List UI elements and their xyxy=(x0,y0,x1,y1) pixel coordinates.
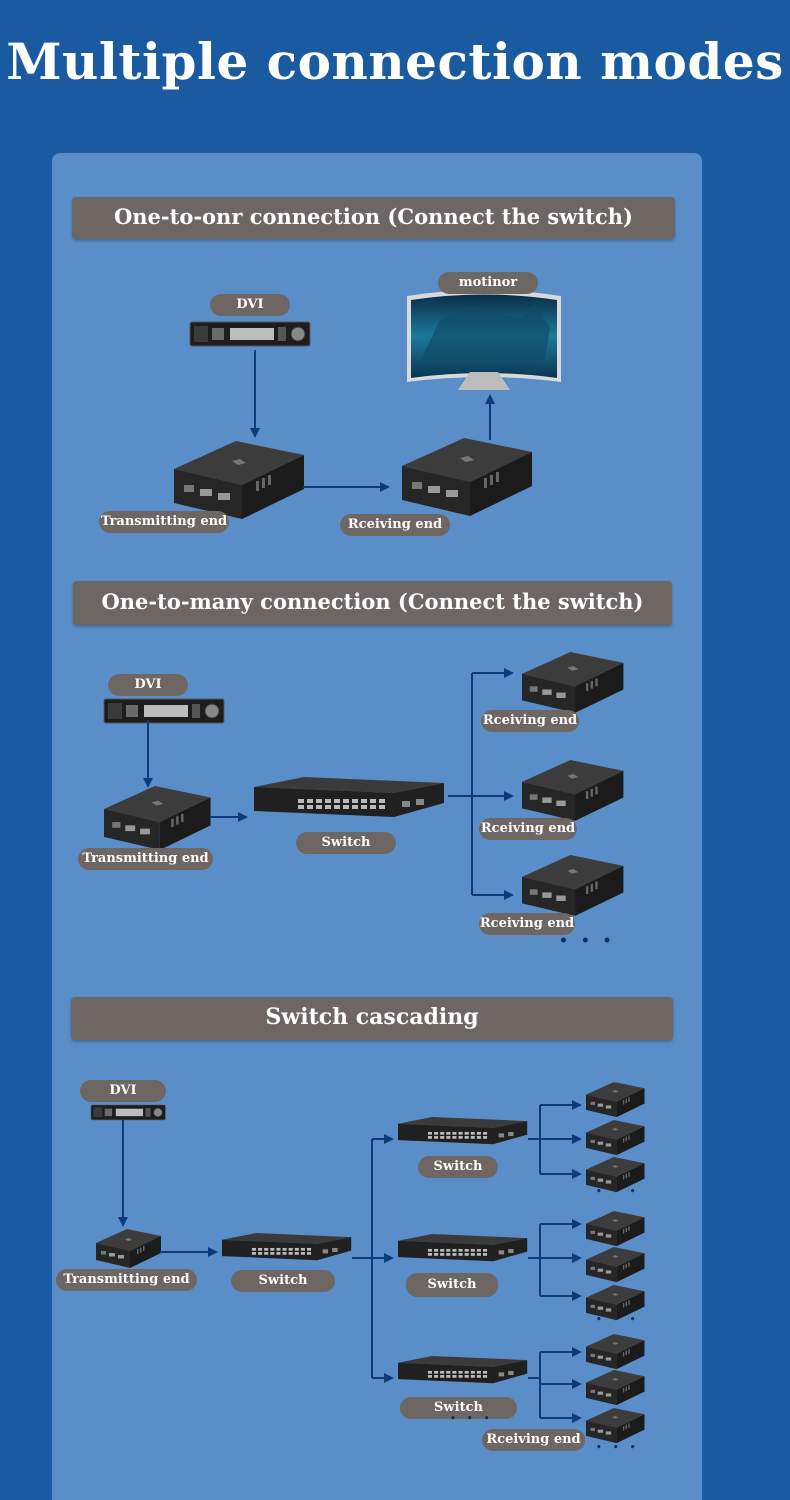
extender-icon xyxy=(586,1370,645,1406)
transmitting-end-label: Transmitting end xyxy=(99,511,229,533)
receiving-end-label: Rceiving end xyxy=(481,710,579,732)
extender-icon xyxy=(586,1408,645,1444)
dvi-source-icon xyxy=(90,1104,166,1121)
more-indicator: • • • xyxy=(450,1414,494,1424)
extender-icon xyxy=(586,1211,645,1247)
switch-label: Switch xyxy=(406,1273,498,1297)
switch-label: Switch xyxy=(296,832,396,854)
extender-icon xyxy=(522,855,624,916)
more-indicator: • • • xyxy=(596,1315,640,1325)
more-indicator: • • • xyxy=(596,1187,640,1197)
monitor-label: motinor xyxy=(438,272,538,294)
extender-icon xyxy=(104,786,211,850)
extender-icon xyxy=(174,441,304,519)
receiver-group xyxy=(586,1082,645,1444)
receiving-end-label: Rceiving end xyxy=(479,913,575,935)
dvi-source-icon xyxy=(103,698,225,724)
section-heading-one-to-one: One-to-onr connection (Connect the switc… xyxy=(72,197,675,239)
more-indicator: • • • xyxy=(559,933,616,949)
network-switch-icon xyxy=(398,1234,528,1262)
receiving-end-label: Rceiving end xyxy=(479,818,577,840)
dvi-label: DVI xyxy=(210,294,290,316)
dvi-label: DVI xyxy=(80,1080,166,1102)
extender-icon xyxy=(586,1247,645,1283)
extender-icon xyxy=(586,1082,645,1118)
transmitting-end-label: Transmitting end xyxy=(56,1269,197,1291)
transmitting-end-label: Transmitting end xyxy=(78,848,213,870)
network-switch-icon xyxy=(398,1117,528,1145)
arrow xyxy=(540,1100,582,1423)
switch-label: Switch xyxy=(418,1156,498,1178)
section-heading-cascading: Switch cascading xyxy=(71,997,673,1040)
switch-label: Switch xyxy=(400,1397,517,1419)
extender-icon xyxy=(586,1334,645,1370)
dvi-source-icon xyxy=(189,321,311,347)
extender-icon xyxy=(586,1120,645,1156)
arrow-branch xyxy=(448,673,473,895)
network-switch-icon xyxy=(222,1233,352,1261)
extender-icon xyxy=(522,652,624,713)
network-switch-icon xyxy=(254,777,444,817)
network-switch-icon xyxy=(398,1356,528,1384)
extender-icon xyxy=(402,438,532,516)
switch-label: Switch xyxy=(231,1270,335,1292)
dvi-label: DVI xyxy=(108,674,188,696)
section-heading-one-to-many: One-to-many connection (Connect the swit… xyxy=(73,581,672,625)
extender-icon xyxy=(96,1229,161,1268)
arrow-branch xyxy=(528,1105,541,1418)
receiving-end-label: Rceiving end xyxy=(482,1429,585,1451)
page-title: Multiple connection modes xyxy=(6,32,784,91)
more-indicator: • • • xyxy=(596,1443,640,1453)
monitor-icon xyxy=(407,290,561,390)
extender-icon xyxy=(522,760,624,821)
arrow-branch xyxy=(352,1139,373,1378)
receiving-end-label: Rceiving end xyxy=(340,514,450,536)
